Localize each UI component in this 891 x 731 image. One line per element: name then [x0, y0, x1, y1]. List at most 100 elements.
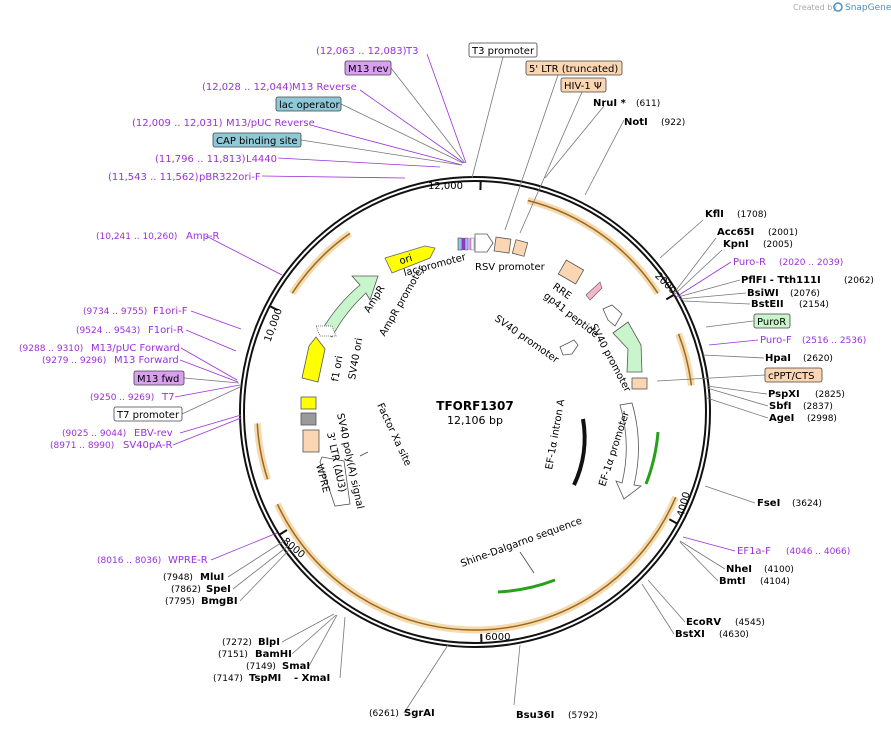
factor-xa-label: Factor Xa site: [374, 402, 413, 468]
orf-band: [675, 332, 695, 386]
feature-ef1a-intron: [572, 418, 587, 486]
created-by-text: Created by: [793, 3, 837, 12]
backbone-outer: [239, 176, 711, 648]
feature-ampr-promoter: [315, 325, 337, 337]
t7-promoter-box: [113, 406, 183, 422]
shine-dalgarno-arc: [497, 578, 556, 594]
leader-line: [584, 119, 625, 196]
bsiwi-name: BsiWI: [747, 288, 779, 299]
rsv-promoter-label: RSV promoter: [475, 262, 546, 273]
ecorv-pos: (4545): [735, 618, 765, 628]
spei-pos: (7862): [171, 585, 201, 595]
leader-line: [291, 614, 337, 655]
nrui-name: NruI *: [593, 98, 627, 109]
bmgbi-pos: (7795): [165, 597, 195, 607]
bmgbi-name: BmgBI: [201, 596, 238, 607]
leader-line: [706, 397, 769, 419]
bamhi-pos: (7151): [218, 650, 248, 660]
kpni-pos: (2005): [763, 240, 793, 250]
l4440-pos: (11,796 .. 11,813): [155, 154, 246, 165]
leader-line: [174, 384, 241, 398]
leader-line: [190, 310, 242, 330]
leader-line: [308, 614, 338, 667]
xmai-name: - XmaI: [294, 673, 330, 684]
leader-line: [313, 125, 463, 166]
ef1a-f-primer-arc: [644, 431, 660, 485]
feature-sv40-polya: [300, 412, 317, 426]
backbone-inner: [243, 180, 707, 644]
bsteii-pos: (2154): [799, 300, 829, 310]
m13-puc-reverse-name: M13/pUC Reverse: [226, 118, 315, 129]
m13-puc-fwd-name: M13/pUC Forward: [91, 343, 180, 354]
feature-sv40-promoter-1: [602, 304, 623, 327]
ori-label: ori: [398, 253, 414, 267]
f1ori-r-name: F1ori-R: [148, 325, 184, 336]
puro-f-name: Puro-F: [760, 335, 792, 346]
smai-pos: (7149): [246, 662, 276, 672]
sv40-ori-label: SV40 ori: [347, 337, 365, 380]
feature-cap-lac: [457, 237, 475, 251]
leader-line: [682, 300, 751, 305]
t7-promoter-label: T7 promoter: [116, 410, 180, 421]
leader-line: [179, 414, 242, 434]
ebv-rev-pos: (9025 .. 9044): [62, 429, 126, 439]
leader-line: [675, 261, 732, 298]
feature-3-ltr: [302, 429, 320, 453]
blpi-pos: (7272): [222, 638, 252, 648]
f1ori-f-pos: (9734 .. 9755): [83, 307, 147, 317]
5-ltr-box: [525, 60, 623, 76]
m13-fwd-label: M13 fwd: [137, 374, 179, 385]
tspmi-pos: (7147): [213, 674, 243, 684]
m13-reverse-pos: (12,028 .. 12,044): [202, 82, 293, 93]
m13-rev-box: [344, 60, 392, 76]
leader-line: [471, 56, 504, 179]
feature-5-ltr: [493, 236, 512, 254]
kfli-name: KflI: [705, 209, 724, 220]
ef1a-f-name: EF1a-F: [737, 546, 771, 557]
kpni-name: KpnI: [723, 239, 749, 250]
leader-line: [679, 540, 726, 570]
position-tick: [665, 293, 675, 301]
leader-line: [659, 219, 704, 259]
orf-arcs: [253, 197, 695, 634]
sv40pa-r-name: SV40pA-R: [123, 440, 172, 451]
feature-sv40-promoter-2: [559, 339, 579, 356]
leader-line: [677, 279, 741, 298]
cap-binding-box: [212, 132, 302, 148]
leader-line: [180, 347, 238, 381]
puro-r-feature-label: PuroR: [757, 317, 786, 328]
plasmid-length: 12,106 bp: [447, 414, 503, 427]
t3-promoter-box: [468, 42, 538, 58]
leader-line: [705, 320, 754, 328]
puro-f-pos: (2516 .. 2536): [802, 336, 866, 346]
snapgene-logo: SnapGene: [833, 2, 891, 13]
feature-rre: [557, 259, 585, 285]
hiv-psi-box: [560, 77, 607, 93]
leader-line: [708, 339, 759, 346]
bstxi-pos: (4630): [719, 630, 749, 640]
snapgene-name: SnapGene: [845, 3, 891, 13]
bstxi-name: BstXI: [675, 629, 705, 640]
m13-forward-pos: (9279 .. 9296): [42, 356, 106, 366]
noti-name: NotI: [624, 117, 648, 128]
mlui-name: MluI: [200, 572, 224, 583]
wpre-r-name: WPRE-R: [168, 555, 208, 566]
leader-line: [704, 485, 756, 504]
m13-puc-reverse-pos: (12,009 .. 12,031): [132, 118, 223, 129]
fsei-name: FseI: [757, 498, 780, 509]
acc65i-pos: (2001): [768, 228, 798, 238]
leader-line: [339, 616, 346, 679]
ampr-promoter-label: AmpR promoter: [378, 263, 428, 338]
sv40-promoter-label-2: SV40 promoter: [492, 313, 561, 366]
orf-line: [291, 232, 351, 294]
cppt-box: [764, 367, 823, 383]
bmti-name: BmtI: [719, 576, 746, 587]
cppt-label: cPPT/CTS: [768, 371, 814, 382]
orf-band: [289, 230, 352, 296]
hiv-psi-label: HIV-1 Ψ: [564, 81, 602, 92]
feature-rsv-promoter: RSV promoter: [474, 233, 546, 273]
leader-line: [513, 644, 521, 706]
feature-ampr: [321, 275, 379, 338]
feature-wpre: [319, 456, 351, 507]
feature-cppt: [631, 377, 648, 390]
